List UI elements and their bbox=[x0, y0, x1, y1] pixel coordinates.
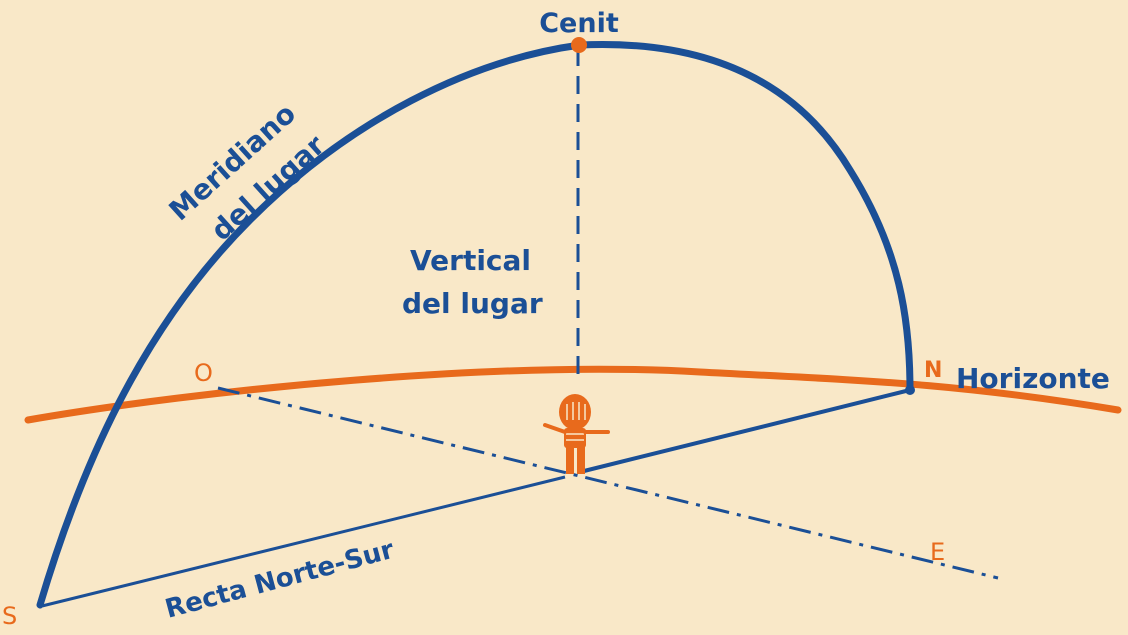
south-label: S bbox=[2, 602, 17, 630]
north-south-line-north-part bbox=[579, 388, 911, 474]
east-west-line bbox=[217, 386, 999, 580]
east-label: E bbox=[930, 538, 945, 566]
horizon-curve bbox=[24, 365, 1122, 424]
vertical-label-line1: Vertical bbox=[410, 244, 531, 277]
meridian-arc bbox=[36, 41, 914, 609]
north-label: N bbox=[924, 358, 942, 383]
north-point bbox=[905, 385, 915, 395]
vertical-label-line2: del lugar bbox=[402, 287, 543, 320]
horizon-label: Horizonte bbox=[956, 362, 1110, 395]
zenith-label: Cenit bbox=[539, 8, 619, 39]
west-label: O bbox=[194, 359, 213, 387]
north-south-line bbox=[41, 475, 566, 608]
observer-figure-icon bbox=[543, 394, 610, 474]
zenith-point bbox=[571, 37, 587, 53]
